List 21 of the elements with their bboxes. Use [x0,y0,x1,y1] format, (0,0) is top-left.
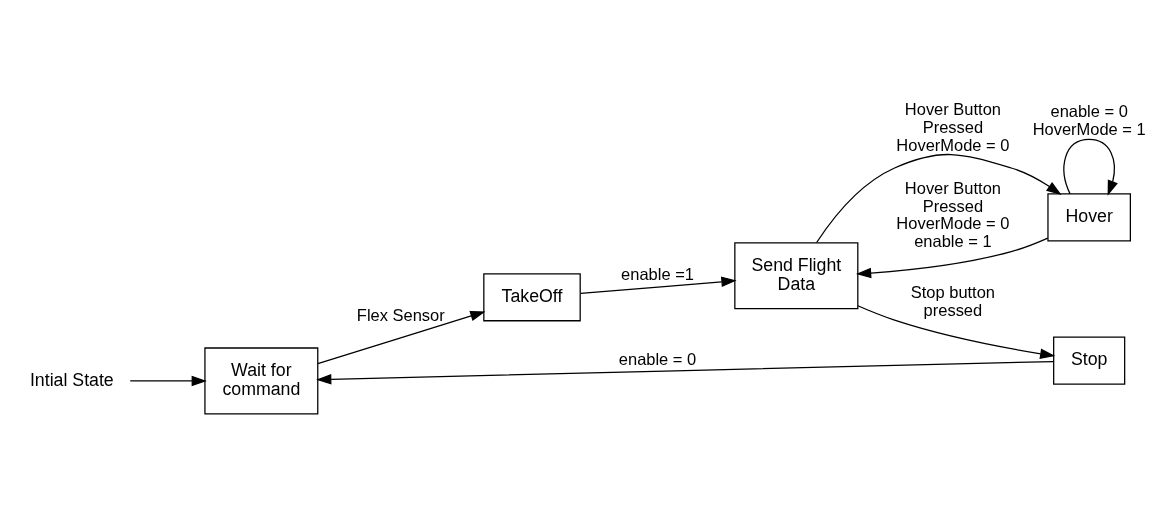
node-box: Stop [1053,336,1126,385]
edge-label: Hover Button Pressed HoverMode = 0 [896,100,1010,154]
edge-label: enable = 0 HoverMode = 1 [1032,102,1146,138]
edge-label: enable =1 [621,265,694,284]
node-text: Intial State [29,369,114,390]
edge-label: Hover Button Pressed HoverMode = 0 enable = 1 [896,178,1010,251]
edge-label: Stop button pressed [910,282,996,319]
arrow [857,305,1056,359]
arrow [317,310,486,365]
arrow [856,237,1049,279]
edge-label: Flex Sensor [356,305,445,324]
node-box: TakeOff [483,273,581,322]
edge-label: enable = 0 [618,350,697,368]
arrow [316,360,1054,385]
arrow [580,276,737,295]
arrow [1063,138,1118,196]
node-box: Send Flight Data [734,242,859,310]
node-box: Hover [1047,193,1131,242]
node-box: Wait for command [204,347,319,415]
arrow [129,375,207,387]
arrow [816,153,1062,244]
